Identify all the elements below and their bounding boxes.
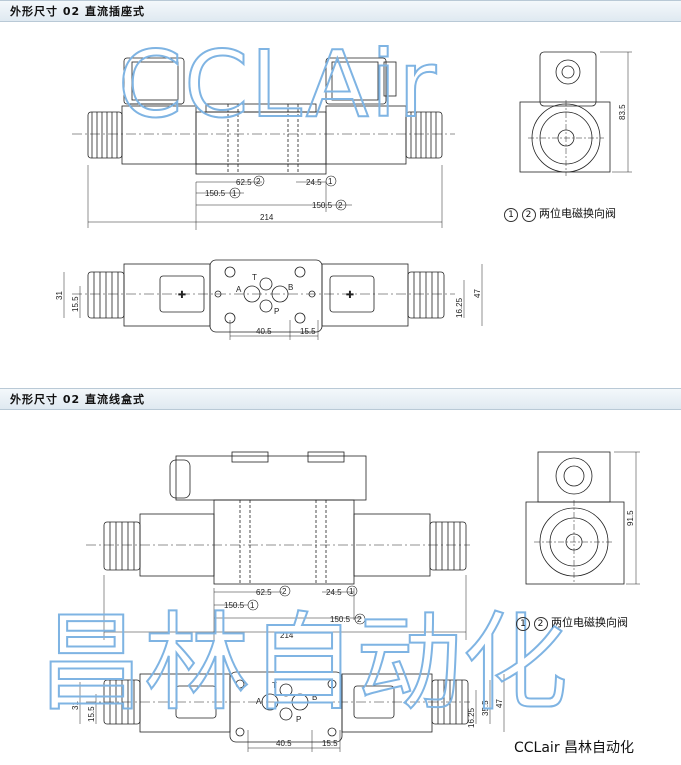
dim2-16-25: 16.25 xyxy=(467,707,476,728)
port-b-1: B xyxy=(288,283,293,292)
marker2-2-a: 2 xyxy=(282,587,287,596)
port-b-2: B xyxy=(312,693,317,702)
valve-side-view-2 xyxy=(525,451,640,585)
dimensions-top-1 xyxy=(63,264,483,340)
dim-40-5: 40.5 xyxy=(256,327,272,336)
dim2-91-5: 91.5 xyxy=(626,510,635,526)
section-title-2: 外形尺寸 02 直流线盒式 xyxy=(10,393,145,406)
dim-83-5: 83.5 xyxy=(618,104,627,120)
marker-2-b: 2 xyxy=(338,201,343,210)
dimensions-top-2 xyxy=(79,674,505,752)
dimensions-front-1 xyxy=(87,165,443,230)
marker2-1-b: 1 xyxy=(250,601,255,610)
marker2-2-b: 2 xyxy=(357,615,362,624)
valve-front-view-1 xyxy=(72,57,455,175)
dim2-214: 214 xyxy=(280,631,294,640)
dim-150-5-b: 150.5 xyxy=(312,201,333,210)
dim2-31: 31 xyxy=(71,701,80,710)
dim2-150-5-a: 150.5 xyxy=(224,601,245,610)
svg-text:✚: ✚ xyxy=(346,290,354,301)
port-a-2: A xyxy=(256,697,262,706)
dim2-15-5: 15.5 xyxy=(87,706,96,722)
marker-1-a: 1 xyxy=(328,177,333,186)
valve-front-view-2 xyxy=(86,451,470,585)
section-header-1: 外形尺寸 02 直流插座式 xyxy=(0,0,681,22)
watermark-2: 昌林自动化 xyxy=(38,602,568,725)
brand-label: CCLair 昌林自动化 xyxy=(514,740,635,756)
dimensions-front-2 xyxy=(103,575,467,640)
marker2-1-a: 1 xyxy=(349,587,354,596)
note-section-1: 1 2 两位电磁换向阀 xyxy=(504,205,616,222)
dim-214: 214 xyxy=(260,213,274,222)
svg-text:✚: ✚ xyxy=(178,290,186,301)
dim-15-5: 15.5 xyxy=(71,296,80,312)
valve-side-view-1 xyxy=(519,51,632,176)
dim2-62-5: 62.5 xyxy=(256,588,272,597)
dim2-150-5-b: 150.5 xyxy=(330,615,351,624)
watermark-1: CCLAir xyxy=(118,31,438,138)
port-a-1: A xyxy=(236,285,242,294)
dim-16-25: 16.25 xyxy=(455,297,464,318)
dim-62-5: 62.5 xyxy=(236,178,252,187)
port-p-1: P xyxy=(274,307,279,316)
marker-1-b: 1 xyxy=(232,189,237,198)
port-p-2: P xyxy=(296,715,301,724)
marker-2-a: 2 xyxy=(256,177,261,186)
dim-150-5-a: 150.5 xyxy=(205,189,226,198)
dim2-24-5: 24.5 xyxy=(326,588,342,597)
note-section-2: 1 2 两位电磁换向阀 xyxy=(516,614,628,631)
dim2-35-5: 35.5 xyxy=(481,700,490,716)
dim-31: 31 xyxy=(55,291,64,300)
section-title-1: 外形尺寸 02 直流插座式 xyxy=(10,5,145,18)
port-t-2: T xyxy=(272,681,277,690)
dim-15-5-b: 15.5 xyxy=(300,327,316,336)
dim-24-5: 24.5 xyxy=(306,178,322,187)
dim2-40-5: 40.5 xyxy=(276,739,292,748)
dim-47: 47 xyxy=(473,289,482,298)
valve-top-view-2 xyxy=(86,671,470,743)
port-t-1: T xyxy=(252,273,257,282)
dim2-47: 47 xyxy=(495,699,504,708)
dim2-15-5-b: 15.5 xyxy=(322,739,338,748)
section-header-2: 外形尺寸 02 直流线盒式 xyxy=(0,388,681,410)
valve-top-view-1: ✚ ✚ xyxy=(72,259,455,333)
